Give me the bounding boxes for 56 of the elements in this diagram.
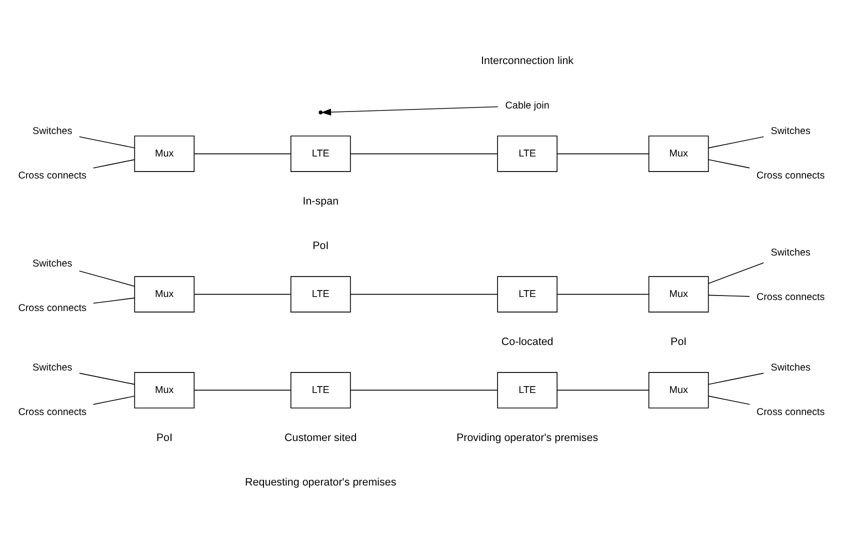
connector: [194, 153, 292, 154]
node-box: LTE: [290, 136, 351, 172]
node-text: Cross connects: [18, 170, 87, 182]
connector: [194, 390, 292, 391]
node-text: Switches: [32, 258, 72, 270]
node-box: Mux: [134, 136, 195, 172]
node-box: Mux: [648, 136, 709, 172]
connector: [556, 390, 650, 391]
label: Customer sited: [284, 432, 357, 444]
node-box: Mux: [648, 276, 709, 312]
connector: [556, 153, 650, 154]
label: Interconnection link: [481, 55, 574, 67]
node-box: LTE: [497, 276, 558, 312]
label: Co-located: [501, 336, 554, 348]
connector: [708, 396, 750, 405]
node-box: LTE: [290, 276, 351, 312]
node-text: Cross connects: [18, 302, 87, 314]
node-text: Cable join: [505, 100, 550, 112]
node-text: Switches: [770, 362, 810, 374]
node-text: Switches: [32, 126, 72, 138]
node-box: LTE: [497, 136, 558, 172]
connector: [350, 390, 498, 391]
connector: [708, 262, 764, 284]
node-text: Switches: [770, 248, 810, 259]
label: In-span: [302, 196, 339, 208]
node-text: Switches: [770, 126, 810, 138]
connector: [92, 298, 135, 304]
connector: [194, 294, 292, 295]
node-box: Mux: [648, 372, 709, 408]
node-text: Cross connects: [756, 407, 825, 418]
label: Providing operator's premises: [456, 432, 598, 444]
node-box: LTE: [290, 372, 351, 408]
node-text: Switches: [32, 362, 72, 374]
connector: [350, 153, 498, 154]
connector: [708, 372, 764, 385]
connector: [708, 294, 750, 297]
arrow: [321, 106, 498, 116]
node-box: Mux: [134, 276, 195, 312]
label: PoI: [670, 336, 687, 348]
connector: [556, 294, 650, 295]
label: Requesting operator's premises: [245, 476, 396, 489]
node-text: Cross connects: [756, 170, 825, 182]
connector: [350, 294, 498, 295]
connector: [708, 159, 750, 168]
node-text: Cross connects: [18, 407, 87, 418]
connector: [92, 159, 135, 168]
node-text: Cross connects: [756, 292, 825, 304]
node-box: LTE: [497, 372, 558, 408]
connector: [78, 270, 135, 287]
connector: [92, 396, 135, 405]
label: PoI: [156, 432, 172, 444]
connector: [78, 136, 135, 148]
connector: [708, 136, 764, 148]
label: PoI: [312, 240, 329, 252]
connector: [78, 372, 135, 385]
node-box: Mux: [134, 372, 195, 408]
